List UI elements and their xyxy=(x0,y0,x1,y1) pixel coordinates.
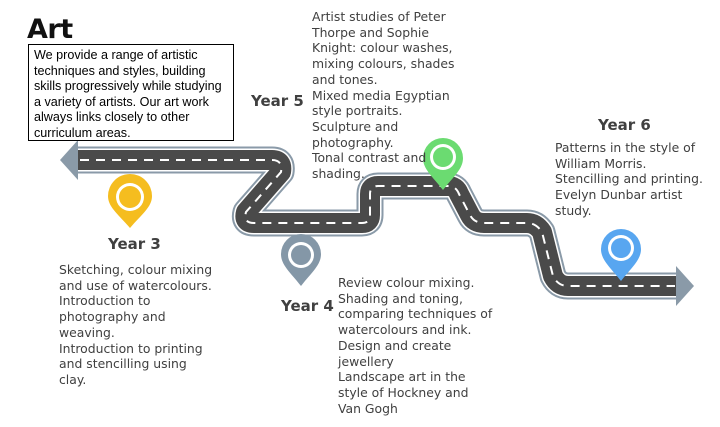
year5-line: style portraits. xyxy=(312,103,403,119)
year5-line: mixing colours, shades xyxy=(312,56,455,72)
year5-line: Artist studies of Peter xyxy=(312,9,446,24)
year3-line: photography and xyxy=(59,309,166,325)
year4-line: Van Gogh xyxy=(338,400,398,416)
year5-pin xyxy=(423,138,463,190)
year5-description: Artist studies of Peter Thorpe and Sophi… xyxy=(312,9,455,182)
road-end-arrow xyxy=(676,266,694,306)
year3-line: weaving. xyxy=(59,324,115,340)
year3-line: Introduction to xyxy=(59,293,151,309)
year6-line: study. xyxy=(555,202,592,218)
year3-label: Year 3 xyxy=(108,235,161,253)
year3-description: Sketching, colour mixing and use of wate… xyxy=(59,262,212,388)
road-start-arrow xyxy=(60,140,78,180)
year6-line: Patterns in the style of xyxy=(555,140,696,155)
year3-line: and stencilling using xyxy=(59,356,187,372)
year4-pin xyxy=(281,234,321,286)
year4-label: Year 4 xyxy=(281,297,334,315)
year4-line: style of Hockney and xyxy=(338,384,469,400)
intro-line: skills progressively while studying xyxy=(34,79,222,94)
intro-line: always links closely to other xyxy=(34,110,190,125)
intro-line: techniques and styles, building xyxy=(34,63,206,78)
intro-line: We provide a range of artistic xyxy=(34,48,198,62)
year3-line: Introduction to printing xyxy=(59,340,203,356)
year6-description: Patterns in the style of William Morris.… xyxy=(555,140,703,219)
year4-description: Review colour mixing. Shading and toning… xyxy=(338,275,492,416)
page-title: Art xyxy=(27,14,73,45)
intro-line: curriculum areas. xyxy=(34,125,131,140)
year5-line: photography. xyxy=(312,134,394,150)
intro-line: a variety of artists. Our art work xyxy=(34,94,209,109)
year6-line: William Morris. xyxy=(555,155,647,171)
year4-line: comparing techniques of xyxy=(338,306,493,322)
year5-line: shading. xyxy=(312,166,365,182)
year6-pin xyxy=(601,228,642,281)
year6-label: Year 6 xyxy=(598,116,651,134)
road-center-line xyxy=(80,159,675,287)
year4-line: jewellery xyxy=(338,353,394,369)
year5-label: Year 5 xyxy=(251,92,304,110)
year4-line: watercolours and ink. xyxy=(338,322,472,338)
year3-line: Sketching, colour mixing xyxy=(59,262,213,277)
year4-line: Landscape art in the xyxy=(338,369,466,385)
year4-line: Design and create xyxy=(338,337,452,353)
year5-line: Knight: colour washes, xyxy=(312,40,453,56)
year6-line: Evelyn Dunbar artist xyxy=(555,187,683,203)
year5-line: Thorpe and Sophie xyxy=(312,24,430,40)
year3-line: clay. xyxy=(59,371,87,387)
year3-line: and use of watercolours. xyxy=(59,277,212,293)
year3-pin xyxy=(108,174,152,228)
year4-line: Review colour mixing. xyxy=(338,275,475,290)
year5-line: Mixed media Egyptian xyxy=(312,87,450,103)
year5-line: and tones. xyxy=(312,71,378,87)
year5-line: Tonal contrast and xyxy=(312,150,427,166)
year6-line: Stencilling and printing. xyxy=(555,171,703,187)
intro-box: We provide a range of artistic technique… xyxy=(28,44,234,141)
year4-line: Shading and toning, xyxy=(338,290,463,306)
year5-line: Sculpture and xyxy=(312,118,399,134)
